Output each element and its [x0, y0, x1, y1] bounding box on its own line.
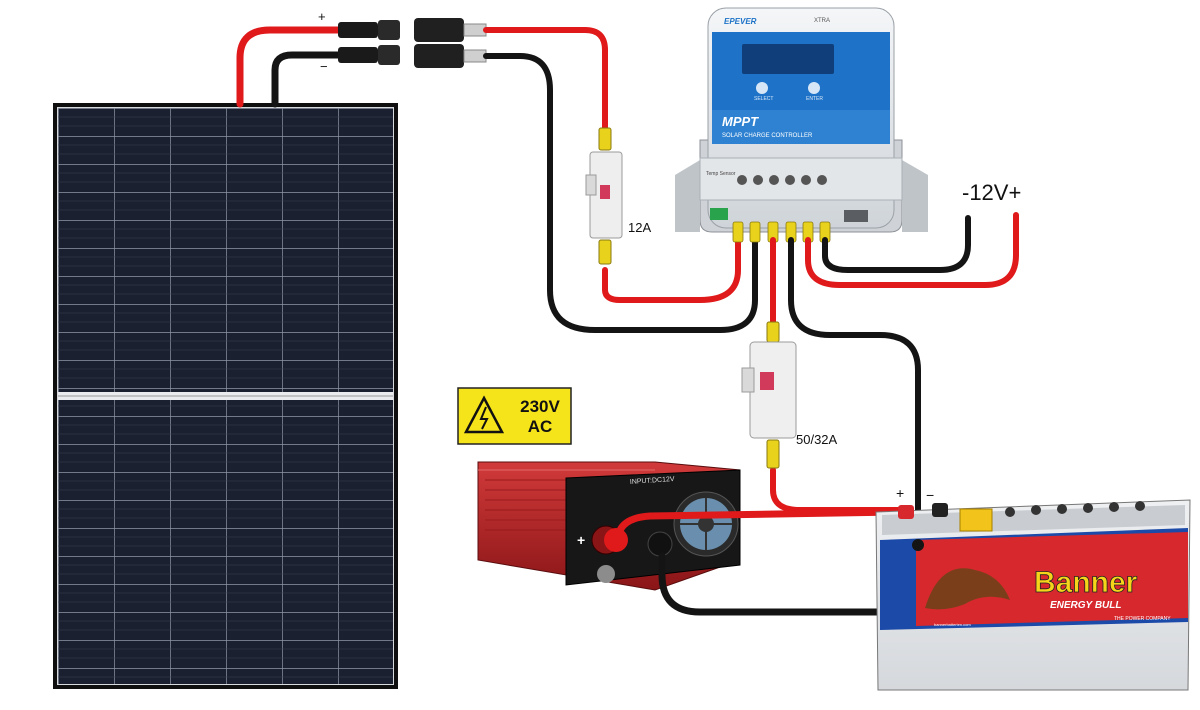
pv-fuse-holder	[585, 127, 623, 265]
load-output-label: -12V+	[962, 180, 1021, 205]
battery-tagline: THE POWER COMPANY	[1114, 616, 1171, 622]
panel-leads	[236, 26, 344, 108]
battery-fuse-holder	[741, 321, 797, 469]
negative-junction	[912, 539, 924, 551]
mc4-connector-negative	[338, 44, 487, 68]
mc4-plus-label: +	[318, 9, 326, 24]
battery-series: ENERGY BULL	[1050, 600, 1122, 611]
solar-panel	[53, 103, 398, 689]
warning-sign	[457, 387, 572, 445]
controller-brand: EPEVER	[724, 17, 757, 26]
battery-wires	[770, 237, 921, 548]
battery-minus-label: −	[926, 487, 934, 503]
inverter-positive-terminal	[604, 528, 628, 552]
mppt-badge: MPPT	[722, 114, 759, 129]
select-button-label: SELECT	[754, 96, 773, 102]
bull-logo	[925, 568, 1010, 610]
battery-brand: Banner	[1034, 566, 1138, 599]
battery-fuse-rating: 50/32A	[796, 432, 838, 447]
mc4-connector-positive	[338, 18, 487, 42]
battery-positive-terminal	[898, 505, 914, 519]
controller-screws	[737, 175, 827, 185]
inverter-input-label: INPUT:DC12V	[630, 476, 675, 486]
enter-button-label: ENTER	[806, 96, 823, 102]
warning-type: AC	[528, 417, 553, 436]
mppt-charge-controller: SELECT ENTER MPPT SOLAR CHARGE CONTROLLE…	[675, 7, 928, 243]
mc4-minus-label: −	[320, 59, 328, 74]
battery: Banner ENERGY BULL THE POWER COMPANY ban…	[875, 499, 1191, 691]
controller-subtitle: SOLAR CHARGE CONTROLLER	[722, 133, 813, 139]
terminal-ferrules	[732, 221, 831, 243]
load-output-wires	[805, 212, 1019, 288]
battery-plus-label: +	[896, 485, 904, 501]
temp-sensor-label: Temp Sensor	[706, 171, 736, 177]
pv-wires	[483, 27, 758, 333]
battery-website: bannerbatterien.com	[934, 622, 971, 627]
power-inverter: INPUT:DC12V	[477, 461, 741, 591]
controller-model: XTRA	[814, 18, 830, 24]
high-voltage-icon	[463, 395, 505, 434]
inverter-plus-label: +	[577, 532, 585, 548]
warning-voltage: 230V	[520, 397, 560, 416]
pv-fuse-rating: 12A	[628, 220, 651, 235]
